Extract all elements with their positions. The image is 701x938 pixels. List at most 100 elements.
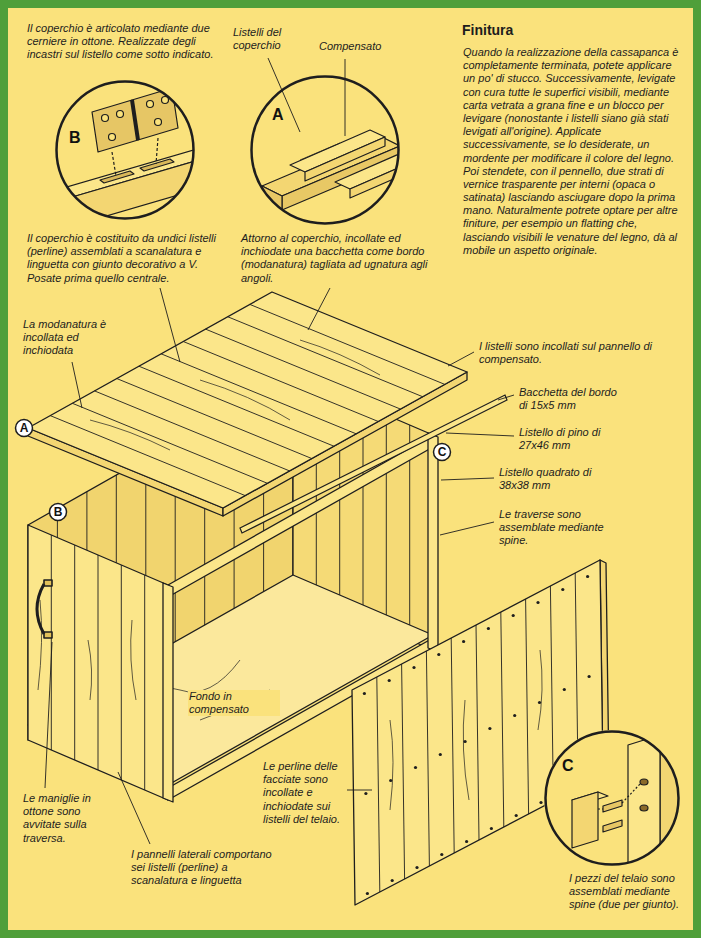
annotation: Listello quadrato di 38x38 mm: [498, 466, 618, 492]
dowel-joint-detail: [622, 784, 640, 803]
annotation: Listello di pino di 27x46 mm: [518, 426, 628, 452]
callout-letter: C: [562, 758, 574, 774]
panel-planks: [377, 677, 380, 892]
annotation: Il coperchio è articolato mediante due c…: [26, 22, 226, 62]
lid-planks: [72, 403, 267, 483]
annotation: Bacchetta del bordo di 15x5 mm: [518, 386, 628, 412]
circle-outline: [55, 80, 195, 220]
brass-handle: [37, 584, 44, 634]
frame-post: [163, 583, 173, 802]
nail-row: [363, 575, 589, 695]
hinge-detail: [50, 88, 212, 229]
nail-row: [388, 679, 391, 682]
nail-row: [437, 653, 440, 656]
nail-row: [586, 575, 589, 578]
lid-planks: [161, 354, 356, 434]
panel-planks: [476, 625, 479, 840]
lid-planks: [183, 342, 378, 422]
leader-line: [498, 395, 514, 400]
lid-planks: [250, 304, 445, 384]
leader-line: [45, 58, 514, 844]
lid-planks: [228, 317, 423, 397]
leader-line: [160, 288, 180, 362]
hinge-detail: [155, 119, 162, 126]
nail-row: [561, 588, 564, 591]
nail-row: [462, 640, 465, 643]
lid-planks: [139, 366, 334, 446]
callout-letter: A: [14, 418, 34, 438]
brass-handle: [37, 580, 52, 638]
circle-outline: [544, 730, 680, 866]
callout-letter: B: [48, 502, 68, 522]
leader-line: [45, 642, 52, 788]
side-planks: [386, 415, 387, 630]
dowel-joint-detail: [640, 805, 648, 811]
side-planks: [98, 555, 99, 770]
lid-planks: [95, 391, 290, 471]
front-panel: [352, 560, 609, 905]
panel-planks: [426, 651, 429, 866]
body-text: Quando la realizzazione della cassapanca…: [462, 46, 687, 257]
annotation: Attorno al coperchio, incollate ed inchi…: [240, 232, 435, 285]
leader-line: [446, 433, 514, 436]
annotation: I pezzi del telaio sono assemblati media…: [568, 872, 690, 912]
dowel-joint-detail: [603, 820, 622, 832]
panel-planks: [402, 664, 405, 879]
lid-section-detail: [350, 154, 430, 198]
annotation: I pannelli laterali comportano sei liste…: [130, 848, 280, 888]
annotation: I listelli sono incollati sul pannello d…: [478, 340, 668, 366]
nail-row: [487, 627, 490, 630]
panel-planks: [526, 599, 529, 814]
side-planks: [74, 545, 75, 760]
front-panel: [352, 560, 603, 905]
dowel-joint-detail: [598, 808, 603, 809]
hinge-detail: [132, 100, 138, 140]
panel-planks: [377, 573, 578, 892]
hinge-detail: [147, 101, 154, 108]
lid-section-detail: [300, 143, 340, 160]
wood-grain: [390, 650, 542, 810]
leader-line: [308, 288, 330, 330]
nail-row: [412, 666, 415, 669]
annotation: Le perline delle facciate sono incollate…: [262, 760, 346, 826]
hinge-detail: [109, 134, 116, 141]
side-planks: [51, 535, 144, 790]
side-panel: [28, 525, 168, 800]
lid-section-detail: [250, 212, 282, 222]
hinge-detail: [92, 100, 138, 152]
circle-outline: [546, 732, 679, 865]
nail-row: [363, 692, 366, 695]
callout-letter: B: [69, 130, 81, 146]
nail-row: [536, 601, 539, 604]
panel-planks: [451, 638, 454, 853]
leader-line: [72, 362, 82, 408]
detail-circle: B: [55, 80, 195, 220]
detail-circle: C: [544, 730, 680, 866]
annotation: Fondo in compensato: [188, 690, 280, 716]
circle-outline: [57, 82, 194, 219]
lid-section-detail: [250, 75, 430, 225]
nail-row: [512, 614, 515, 617]
side-planks: [144, 575, 145, 790]
hinge-detail: [156, 138, 158, 164]
callout-letter: C: [432, 442, 452, 462]
panel-planks: [501, 612, 504, 827]
annotation: Compensato: [318, 40, 398, 53]
dowel-joint-detail: [544, 730, 680, 880]
lid-section-detail: [250, 75, 400, 225]
dowel-joint-detail: [640, 779, 648, 785]
dowel-joint-detail: [603, 800, 622, 812]
page-ground: [8, 8, 693, 930]
wood-grain: [38, 600, 136, 700]
callout-letter: A: [272, 107, 284, 123]
lid-planks: [50, 416, 245, 496]
edge-strip: [240, 395, 507, 533]
detail-circle: A: [250, 75, 400, 225]
hinge-detail: [50, 80, 212, 229]
annotation: Listelli del coperchio: [232, 26, 304, 52]
hinge-detail: [117, 111, 124, 118]
leader-line: [440, 522, 494, 535]
callout-letter: C: [432, 442, 452, 462]
brass-handle: [44, 580, 52, 586]
